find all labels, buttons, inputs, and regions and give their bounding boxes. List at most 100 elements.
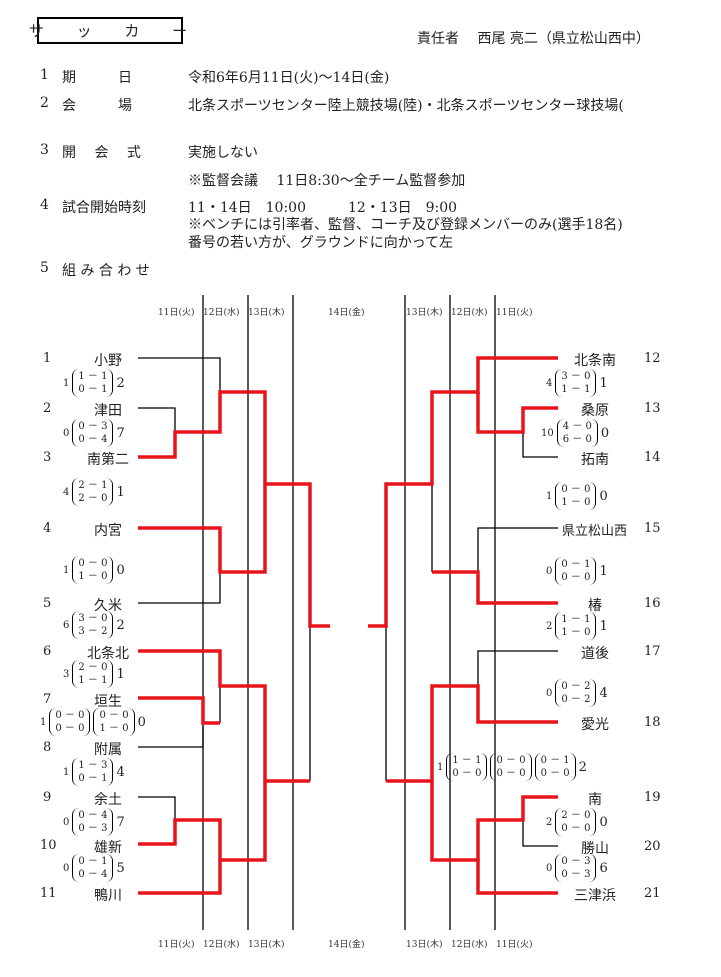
half-scores: 0 － 1 0 － 4 (72, 854, 114, 882)
day-label: 13日(木) (248, 940, 285, 950)
score-block: 2 1 － 1 1 － 0 1 (546, 612, 608, 640)
half-score: 0 － 3 (561, 869, 591, 880)
team-name: 津田 (94, 403, 122, 419)
score-total-left: 4 (546, 377, 553, 389)
half-score: 1 － 3 (78, 760, 108, 771)
score-total-left: 6 (63, 619, 70, 631)
team-number: 13 (644, 401, 661, 416)
half-score: 0 － 0 (452, 768, 482, 779)
score-total-left: 0 (546, 565, 553, 577)
score-total-right: 6 (599, 860, 608, 876)
team-name: 三津浜 (574, 888, 616, 904)
team-number: 14 (644, 450, 661, 465)
half-score: 1 － 1 (561, 614, 591, 625)
team-name: 小野 (94, 353, 122, 369)
day-label: 12日(水) (203, 940, 240, 950)
team-number: 15 (644, 521, 661, 536)
score-total-left: 2 (546, 620, 553, 632)
half-score: 1 － 0 (561, 497, 591, 508)
score-total-right: 0 (600, 425, 610, 441)
half-score: 2 － 1 (78, 480, 108, 491)
team-name: 南第二 (87, 452, 129, 468)
info-value: 北条スポーツセンター陸上競技場(陸)・北条スポーツセンター球技場( (188, 98, 624, 114)
score-total-left: 1 (546, 490, 553, 502)
half-score: 0 － 0 (55, 710, 85, 721)
score-total-left: 1 (40, 716, 47, 728)
score-total-left: 0 (546, 862, 553, 874)
half-score: 0 － 0 (540, 768, 570, 779)
half-score: 0 － 4 (78, 810, 108, 821)
half-score: 0 － 1 (78, 856, 108, 867)
day-label: 13日(木) (406, 940, 443, 950)
team-number: 17 (644, 644, 661, 659)
score-total-right: 1 (599, 563, 608, 579)
half-score: 1 － 1 (452, 755, 482, 766)
day-label: 13日(木) (248, 308, 285, 318)
score-total-left: 2 (546, 816, 553, 828)
score-total-left: 1 (63, 564, 70, 576)
half-score: 0 － 0 (55, 723, 85, 734)
score-total-right: 0 (137, 714, 146, 730)
half-score: 1 － 0 (99, 723, 129, 734)
team-name: 道後 (581, 646, 609, 662)
day-label: 12日(水) (451, 308, 488, 318)
half-score: 1 － 1 (561, 384, 591, 395)
team-name: 附属 (94, 742, 122, 758)
half-score: 0 － 4 (78, 869, 108, 880)
score-total-left: 4 (63, 486, 70, 498)
score-block: 0 0 － 1 0 － 4 5 (63, 854, 125, 882)
team-name: 垣生 (94, 694, 122, 710)
team-name: 県立松山西 (562, 524, 628, 539)
score-total-right: 1 (599, 618, 608, 634)
score-total-left: 0 (63, 862, 70, 874)
score-total-left: 0 (63, 816, 70, 828)
team-name: 余土 (94, 792, 122, 808)
score-total-right: 0 (599, 488, 608, 504)
team-name: 内宮 (94, 523, 122, 539)
team-number: 3 (43, 450, 52, 465)
score-total-right: 2 (578, 759, 587, 775)
half-score: 1 － 0 (561, 627, 591, 638)
team-number: 12 (644, 351, 661, 366)
team-number: 5 (43, 596, 52, 611)
half-score: 0 － 3 (78, 823, 108, 834)
team-number: 8 (43, 740, 52, 755)
team-number: 7 (43, 692, 52, 707)
half-score: 1 － 1 (78, 675, 108, 686)
score-total-left: 0 (63, 427, 70, 439)
score-total-left: 1 (437, 761, 444, 773)
half-score: 2 － 0 (561, 810, 591, 821)
info-value: 実施しない (188, 145, 258, 161)
half-score: 0 － 2 (561, 694, 591, 705)
score-total-right: 2 (116, 375, 125, 391)
half-score: 0 － 1 (78, 773, 108, 784)
score-total-right: 1 (599, 375, 608, 391)
half-scores: 1 － 1 1 － 0 (555, 612, 597, 640)
day-label: 14日(金) (328, 940, 365, 950)
team-name: 北条北 (87, 646, 129, 662)
score-total-right: 0 (116, 562, 125, 578)
score-total-right: 2 (116, 617, 125, 633)
day-label: 12日(水) (451, 940, 488, 950)
half-score: 0 － 3 (78, 421, 108, 432)
score-total-right: 5 (116, 860, 125, 876)
info-label: 期 日 (62, 70, 132, 86)
